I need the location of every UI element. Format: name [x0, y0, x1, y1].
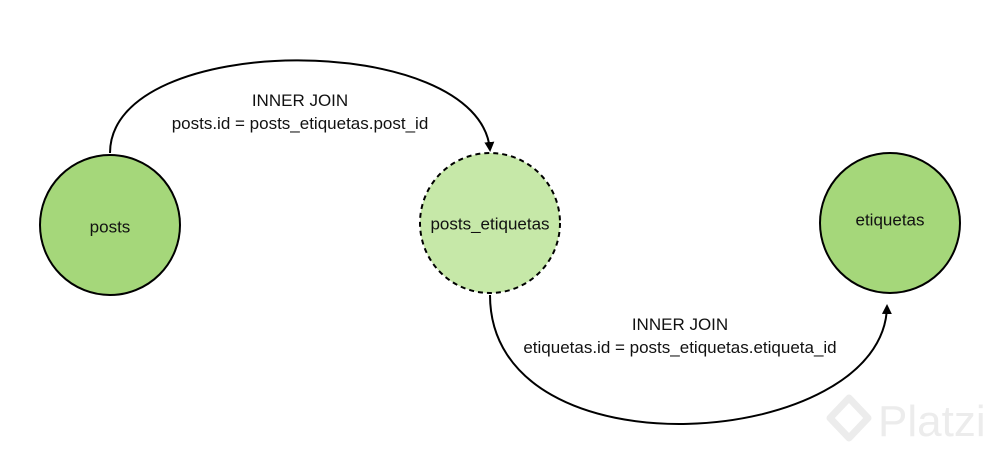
node-posts-etiquetas-circle	[419, 152, 561, 294]
edge-posts-etiquetas-to-etiquetas	[489, 294, 892, 425]
edge-1-condition-label: posts.id = posts_etiquetas.post_id	[172, 114, 429, 133]
node-etiquetas-circle	[819, 152, 961, 294]
node-etiquetas-label: etiquetas	[856, 210, 925, 229]
platzi-logo-icon	[826, 394, 872, 442]
node-posts-etiquetas-label: posts_etiquetas	[430, 214, 549, 233]
node-posts-label: posts	[90, 217, 131, 236]
platzi-watermark: Platzi	[826, 394, 986, 446]
node-posts-circle	[39, 154, 181, 296]
edge-posts-to-posts-etiquetas	[109, 59, 495, 154]
node-etiquetas: etiquetas	[819, 152, 961, 294]
edge-1-join-label: INNER JOIN	[252, 91, 348, 110]
node-posts-etiquetas: posts_etiquetas	[419, 152, 561, 294]
node-posts: posts	[39, 154, 181, 296]
platzi-watermark-text: Platzi	[878, 397, 986, 446]
edge-2-condition-label: etiquetas.id = posts_etiquetas.etiqueta_…	[523, 338, 836, 357]
edge-2-join-label: INNER JOIN	[632, 315, 728, 334]
